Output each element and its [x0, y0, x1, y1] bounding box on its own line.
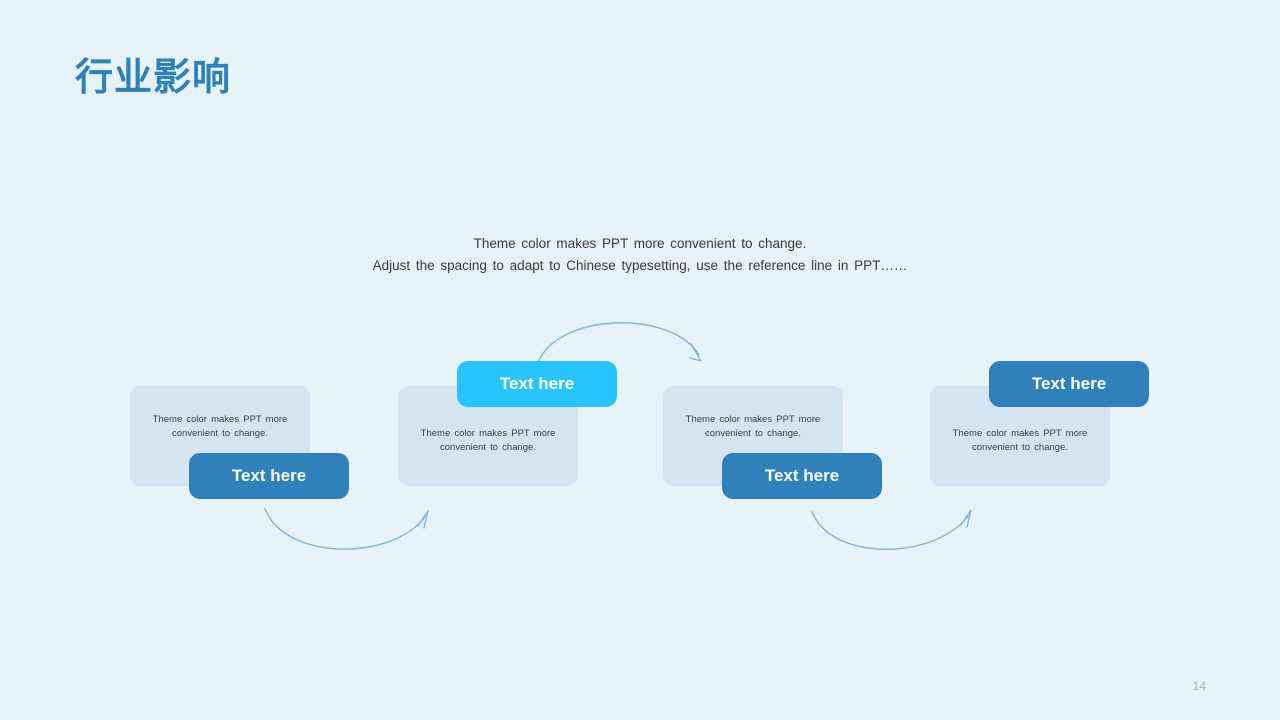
card-4-button[interactable]: Text here	[989, 361, 1149, 407]
arrow-card2-to-card3	[537, 322, 702, 363]
subtitle-block: Theme color makes PPT more convenient to…	[0, 233, 1280, 277]
card-4: Theme color makes PPT more convenient to…	[930, 361, 1169, 490]
card-2-body-text: Theme color makes PPT more convenient to…	[420, 428, 556, 453]
card-4-body-text: Theme color makes PPT more convenient to…	[952, 428, 1088, 453]
page-number: 14	[1192, 679, 1206, 693]
arrow-card1-to-card2	[264, 508, 429, 550]
arrow-card3-to-card4	[811, 509, 972, 550]
subtitle-line-2: Adjust the spacing to adapt to Chinese t…	[372, 258, 908, 273]
card-1-body-text: Theme color makes PPT more convenient to…	[152, 414, 288, 439]
card-3-body-text: Theme color makes PPT more convenient to…	[685, 414, 821, 439]
card-2-button[interactable]: Text here	[457, 361, 617, 407]
page-title: 行业影响	[75, 57, 232, 99]
card-1: Theme color makes PPT more convenient to…	[130, 386, 369, 499]
card-2: Theme color makes PPT more convenient to…	[398, 361, 637, 490]
card-3: Theme color makes PPT more convenient to…	[663, 386, 902, 499]
card-1-button[interactable]: Text here	[189, 453, 349, 499]
card-3-button[interactable]: Text here	[722, 453, 882, 499]
subtitle-line-1: Theme color makes PPT more convenient to…	[473, 236, 807, 251]
